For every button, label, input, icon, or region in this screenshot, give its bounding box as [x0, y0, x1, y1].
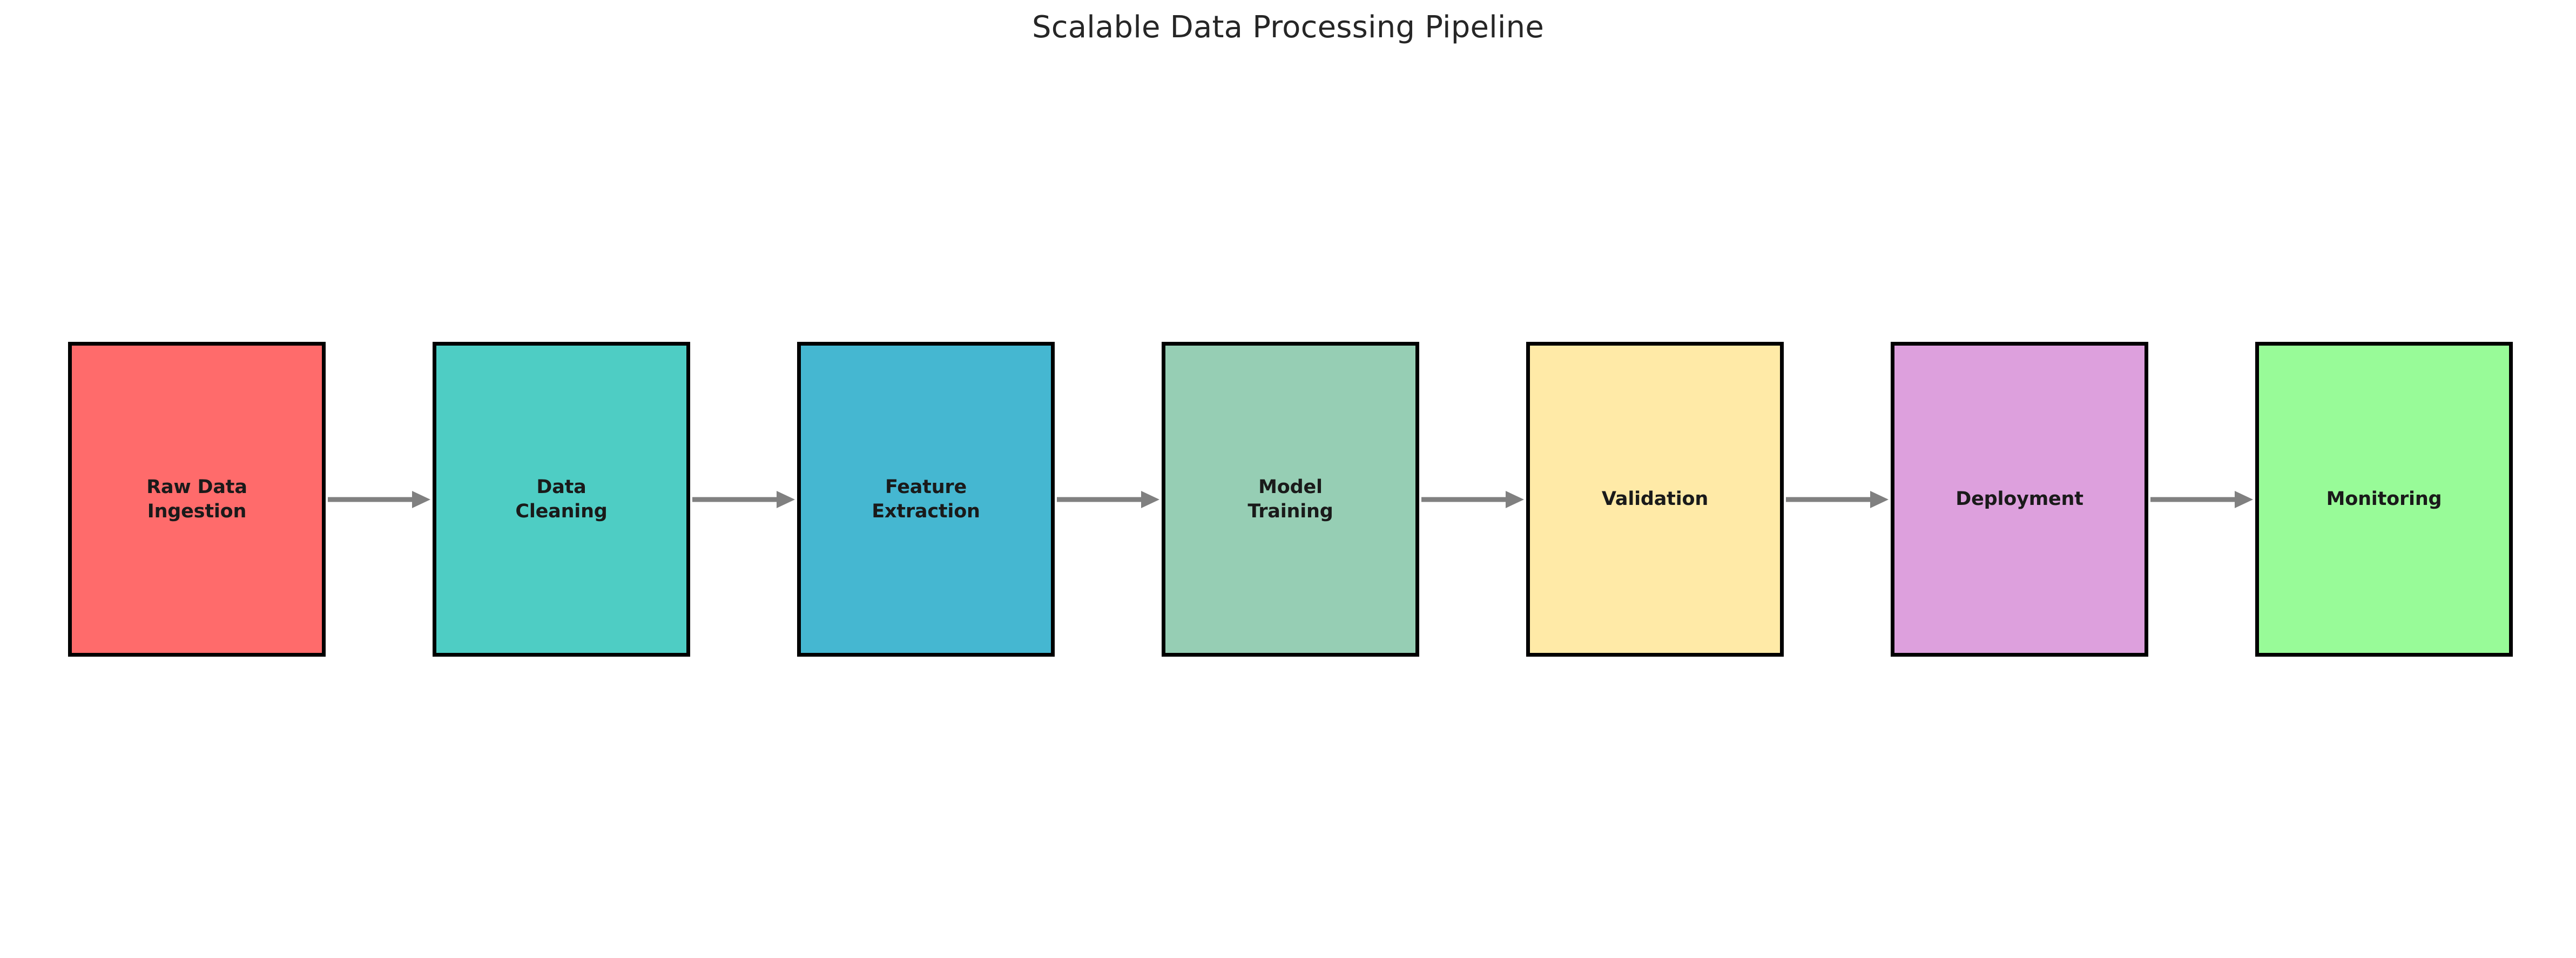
stage-node-data-cleaning[interactable]: Data Cleaning [433, 342, 690, 657]
stage-label: Deployment [1955, 488, 2083, 510]
stage-label: Validation [1601, 488, 1709, 510]
stage-node-model-training[interactable]: Model Training [1162, 342, 1419, 657]
arrow-right-icon [690, 487, 797, 512]
stage-node-feature-extraction[interactable]: Feature Extraction [797, 342, 1055, 657]
stage-node-validation[interactable]: Validation [1526, 342, 1784, 657]
stage-label: Monitoring [2326, 488, 2442, 510]
arrow-right-icon [1055, 487, 1162, 512]
arrow-right-icon [1419, 487, 1526, 512]
arrow-right-icon [1784, 487, 1891, 512]
arrow-right-icon [326, 487, 433, 512]
stage-node-deployment[interactable]: Deployment [1891, 342, 2148, 657]
stage-label: Feature Extraction [872, 476, 980, 522]
pipeline-flow: Raw Data Ingestion Data Cleaning Feature… [68, 342, 2513, 657]
stage-label: Model Training [1247, 476, 1333, 522]
page-title: Scalable Data Processing Pipeline [1032, 10, 1544, 45]
stage-label: Data Cleaning [515, 476, 608, 522]
stage-node-raw-data-ingestion[interactable]: Raw Data Ingestion [68, 342, 326, 657]
stage-node-monitoring[interactable]: Monitoring [2255, 342, 2513, 657]
stage-label: Raw Data Ingestion [146, 476, 247, 522]
arrow-right-icon [2148, 487, 2255, 512]
